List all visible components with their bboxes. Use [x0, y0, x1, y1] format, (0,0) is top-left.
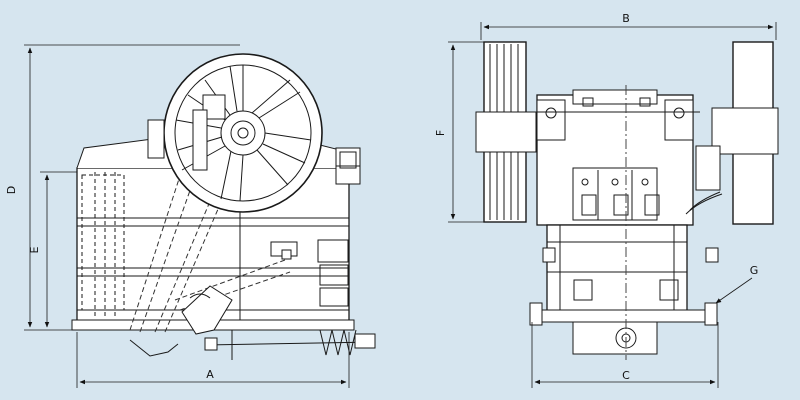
- v-belt-pulley: [475, 41, 537, 223]
- leader-line-g: [715, 277, 753, 304]
- dimensions: [24, 22, 777, 388]
- flywheel-front: [711, 41, 779, 225]
- tension-spring: [319, 329, 357, 356]
- flywheel: [163, 53, 323, 213]
- label-f: F: [434, 130, 447, 136]
- label-a: A: [206, 368, 214, 381]
- swing-jaw: [181, 285, 233, 335]
- motor-box-front: [685, 145, 723, 215]
- front-lower-frame: [529, 224, 719, 355]
- label-g: G: [750, 264, 759, 277]
- label-d: D: [5, 186, 18, 194]
- tension-rod-assembly: [129, 329, 376, 360]
- motor-box-side: [335, 147, 361, 185]
- eccentric-bearing: [202, 94, 226, 120]
- label-c: C: [622, 369, 630, 382]
- dimension-labels: A B C D E F G: [5, 12, 758, 382]
- front-view: [475, 41, 779, 360]
- side-view: [71, 53, 376, 360]
- label-b: B: [622, 12, 630, 25]
- label-e: E: [28, 246, 41, 253]
- toggle-mechanism: [189, 293, 211, 299]
- front-frame: [527, 89, 700, 226]
